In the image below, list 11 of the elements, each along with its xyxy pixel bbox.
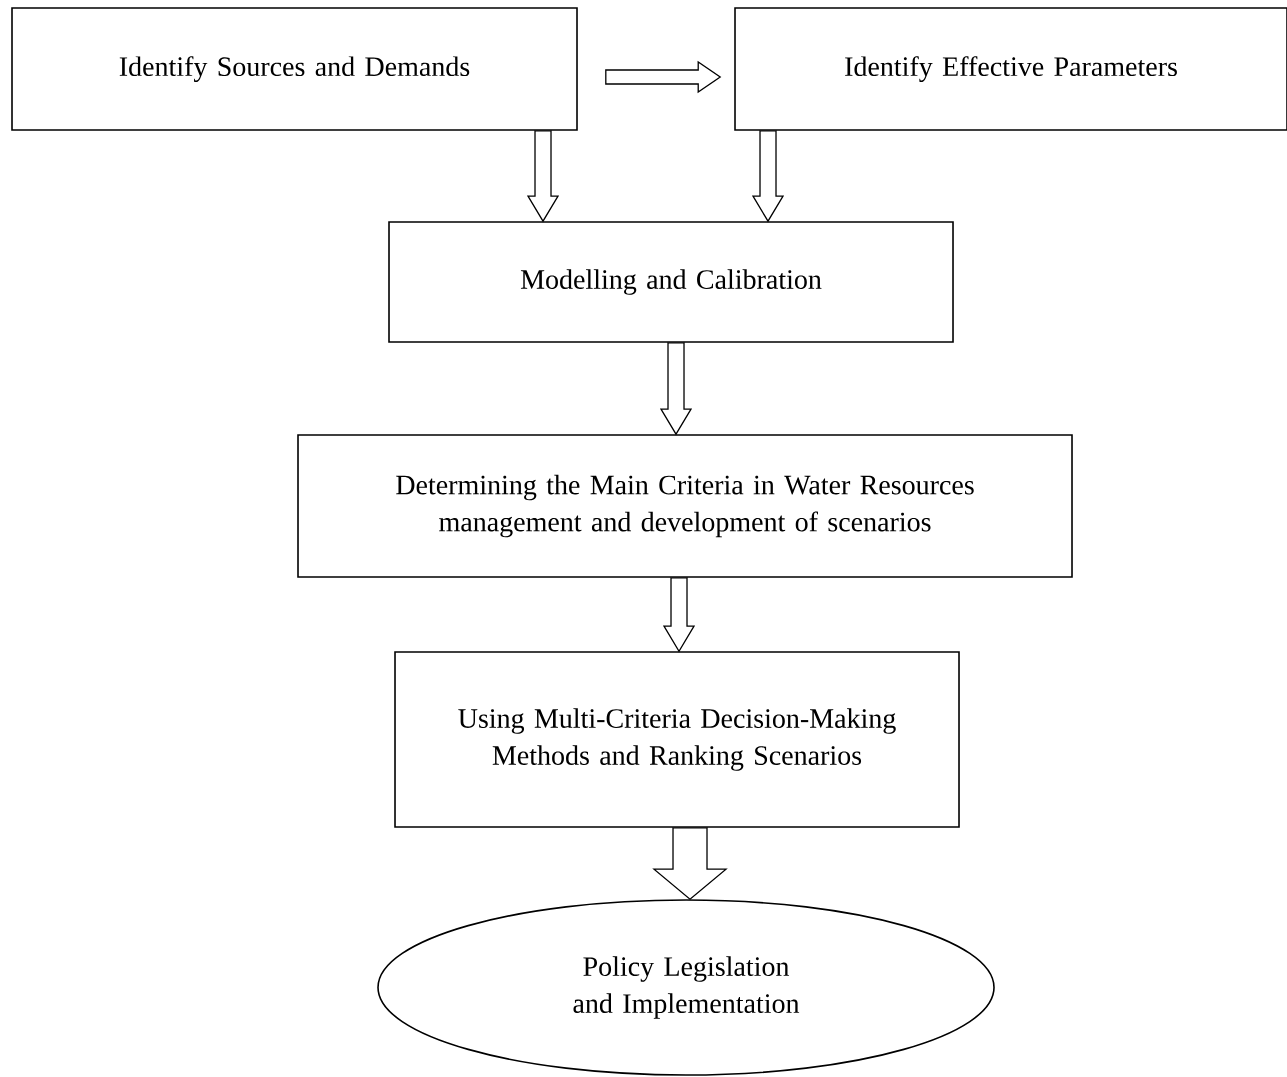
process-box: Identify Sources and Demands [11, 7, 578, 131]
block-arrow [659, 342, 693, 436]
process-box: Using Multi-Criteria Decision-Making Methods and Ranking Scenarios [394, 651, 960, 828]
block-arrow [662, 577, 696, 653]
block-arrow [652, 827, 728, 901]
block-arrow [751, 130, 785, 223]
process-box: Identify Effective Parameters [734, 7, 1287, 131]
process-box: Determining the Main Criteria in Water Resources management and development of scenarios [297, 434, 1073, 578]
block-arrow [605, 60, 722, 94]
process-box: Modelling and Calibration [388, 221, 954, 343]
block-arrow [526, 130, 560, 223]
